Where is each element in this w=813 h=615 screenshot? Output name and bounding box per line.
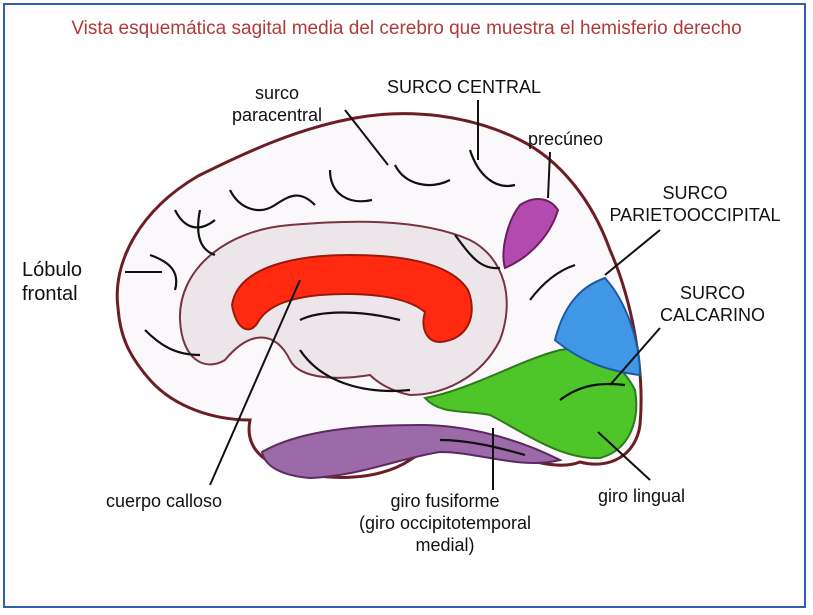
label-lobulo-frontal: Lóbulo frontal [22, 258, 82, 306]
label-lobulo-line2: frontal [22, 283, 78, 305]
label-lobulo-line1: Lóbulo [22, 259, 83, 281]
label-surco-paracentral-line1: surco [254, 83, 299, 103]
label-giro-fusiforme: giro fusiforme (giro occipitotemporal me… [330, 490, 560, 556]
label-fusiforme-line2: (giro occipitotemporal [358, 513, 532, 533]
label-fusiforme-line3: medial) [415, 535, 475, 555]
label-surco-paracentral-line2: paracentral [231, 105, 323, 125]
cuneus-region [553, 276, 642, 377]
sulci-lines [144, 149, 626, 457]
label-surco-central: SURCO CENTRAL [387, 77, 542, 97]
corpus-callosum [230, 253, 473, 344]
fusiform-region [260, 423, 563, 480]
label-precuneo: precúneo [528, 129, 604, 149]
label-calcarino-line2: CALCARINO [659, 305, 766, 325]
label-cuerpo-calloso: cuerpo calloso [106, 491, 223, 511]
label-parieto-line2: PARIETOOCCIPITAL [609, 205, 781, 225]
label-surco-calcarino: SURCO CALCARINO [650, 282, 775, 326]
label-surco-paracentral: surco paracentral [222, 82, 332, 126]
diagram-title: Vista esquemática sagital media del cere… [71, 18, 742, 39]
leader-lines [125, 100, 661, 490]
label-fusiforme-line1: giro fusiforme [390, 491, 500, 511]
label-calcarino-line1: SURCO [679, 283, 745, 303]
label-parieto-line1: SURCO [662, 183, 728, 203]
image-frame [3, 3, 806, 608]
lingual-gyrus-region [423, 348, 638, 460]
label-giro-lingual: giro lingual [598, 486, 686, 506]
label-surco-parietooccipital: SURCO PARIETOOCCIPITAL [600, 182, 790, 226]
precuneus-region [502, 198, 560, 270]
